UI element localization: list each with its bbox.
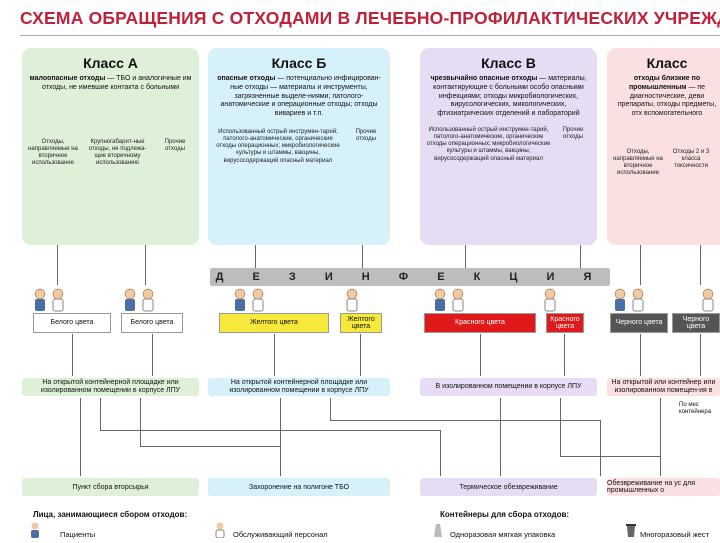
connector (700, 334, 701, 376)
storage-class-a: На открытой контейнерной площадке или из… (22, 378, 199, 396)
legend-persons-title: Лица, занимающиеся сбором отходов: (33, 510, 188, 519)
page-title: СХЕМА ОБРАЩЕНИЯ С ОТХОДАМИ В ЛЕЧЕБНО-ПРО… (20, 8, 720, 28)
storage-class-v: В изолированном помещении в корпусе ЛПУ (420, 378, 597, 396)
legend-containers-title: Контейнеры для сбора отходов: (440, 510, 570, 519)
connector (600, 420, 601, 476)
connector (640, 334, 641, 376)
hard-bin-icon (626, 522, 636, 538)
staff-icon (702, 288, 714, 300)
class-a-desc: малоопасные отходы — ТБО и аналогичные и… (29, 75, 192, 91)
staff-icon (452, 288, 464, 300)
container-white-1: Белого цвета (33, 313, 111, 333)
processing-thermal: Термическое обезвреживание (420, 478, 597, 496)
soft-bag-icon (433, 522, 443, 538)
patient-icon (234, 288, 246, 300)
staff-icon (346, 288, 358, 300)
staff-icon (544, 288, 556, 300)
disinfection-label: Д Е З И Н Ф Е К Ц И Я (215, 271, 605, 283)
staff-icon (252, 288, 264, 300)
class-g-sub-2: Отходы 2 и 3 класса токсичности (672, 148, 710, 170)
container-yellow-1: Желтого цвета (219, 313, 329, 333)
class-a-box: Класс А малоопасные отходы — ТБО и анало… (22, 48, 199, 245)
container-red-1: Красного цвета (424, 313, 536, 333)
connector (640, 245, 641, 285)
container-black-2: Черного цвета (672, 313, 720, 333)
connector (362, 245, 363, 268)
legend-patients: Пациенты (60, 530, 96, 539)
class-g-sub-1: Отходы, направляемые на вторичное исполь… (613, 148, 663, 177)
legend-hard-bin: Многоразовый жест (640, 530, 710, 539)
class-v-sub-1: Использованный острый инструмен-тарий, п… (426, 126, 551, 162)
class-a-sub-3: Прочие отходы (164, 138, 186, 152)
staff-icon (52, 288, 64, 300)
connector (564, 334, 565, 376)
connector (145, 245, 146, 285)
processing-landfill: Захоронение на полигоне ТБО (208, 478, 390, 496)
processing-recycling: Пункт сбора вторсырья (22, 478, 199, 496)
class-g-box: Класс отходы близкие по промышленным — п… (607, 48, 720, 245)
container-yellow-2: Желтого цвета (340, 313, 382, 333)
class-g-desc: отходы близкие по промышленным — пе диаг… (617, 75, 717, 117)
patient-icon (434, 288, 446, 300)
disinfection-band: Д Е З И Н Ф Е К Ц И Я (210, 268, 610, 286)
class-v-box: Класс В чрезвычайно опасные отходы — мат… (420, 48, 597, 245)
connector (274, 334, 275, 376)
patient-icon (34, 288, 46, 300)
container-black-1: Черного цвета (610, 313, 668, 333)
legend-staff: Обслуживающий персонал (233, 530, 328, 539)
connector (700, 245, 701, 285)
connector (560, 398, 561, 456)
class-v-desc: чрезвычайно опасные отходы — материалы, … (430, 75, 587, 117)
patient-icon (124, 288, 136, 300)
class-b-name: Класс Б (271, 55, 327, 71)
patient-icon (30, 522, 40, 538)
connector (140, 446, 280, 447)
connector (560, 456, 660, 457)
class-g-name: Класс (646, 55, 688, 71)
connector (480, 334, 481, 376)
container-white-2: Белого цвета (121, 313, 183, 333)
class-a-name: Класс А (83, 55, 138, 71)
connector (330, 420, 600, 421)
connector (440, 430, 441, 476)
connector (660, 398, 661, 476)
connector (360, 334, 361, 376)
patient-icon (614, 288, 626, 300)
connector (80, 398, 81, 476)
connector (100, 430, 440, 431)
class-b-sub-1: Использованный острый инструмен-тарий; п… (216, 128, 340, 164)
connector (465, 245, 466, 268)
connector (255, 245, 256, 268)
class-b-sub-2: Прочие отходы (355, 128, 377, 142)
connector (152, 334, 153, 376)
connector (72, 334, 73, 376)
title-divider (20, 35, 720, 36)
legend-soft-pack: Одноразовая мягкая упаковка (450, 530, 556, 539)
connector (330, 398, 331, 420)
staff-icon (142, 288, 154, 300)
connector (580, 245, 581, 268)
class-v-sub-2: Прочие отходы (562, 126, 584, 140)
class-a-sub-1: Отходы, направляемые на вторичное исполь… (28, 138, 78, 167)
connector (280, 398, 281, 476)
person-icons-row (34, 288, 714, 312)
connector (500, 398, 501, 476)
connector (100, 398, 101, 430)
staff-icon (632, 288, 644, 300)
container-red-2: Красного цвета (546, 313, 584, 333)
class-b-box: Класс Б опасные отходы — потенциально ин… (208, 48, 390, 245)
processing-industrial: Обезвреживание на ус для промышленных о (607, 478, 720, 496)
staff-icon (215, 522, 225, 539)
side-note: По мес контейнера (679, 402, 712, 416)
storage-class-g: На открытой или контейнер или изолирован… (607, 378, 720, 396)
connector (57, 245, 58, 285)
class-b-desc: опасные отходы — потенциально инфицирова… (217, 75, 381, 117)
class-a-sub-2: Крупногабарит-ные отходы, не подлежа-щие… (88, 138, 147, 167)
class-v-name: Класс В (481, 55, 536, 71)
connector (140, 398, 141, 446)
storage-class-b: На открытой контейнерной площадке или из… (208, 378, 390, 396)
